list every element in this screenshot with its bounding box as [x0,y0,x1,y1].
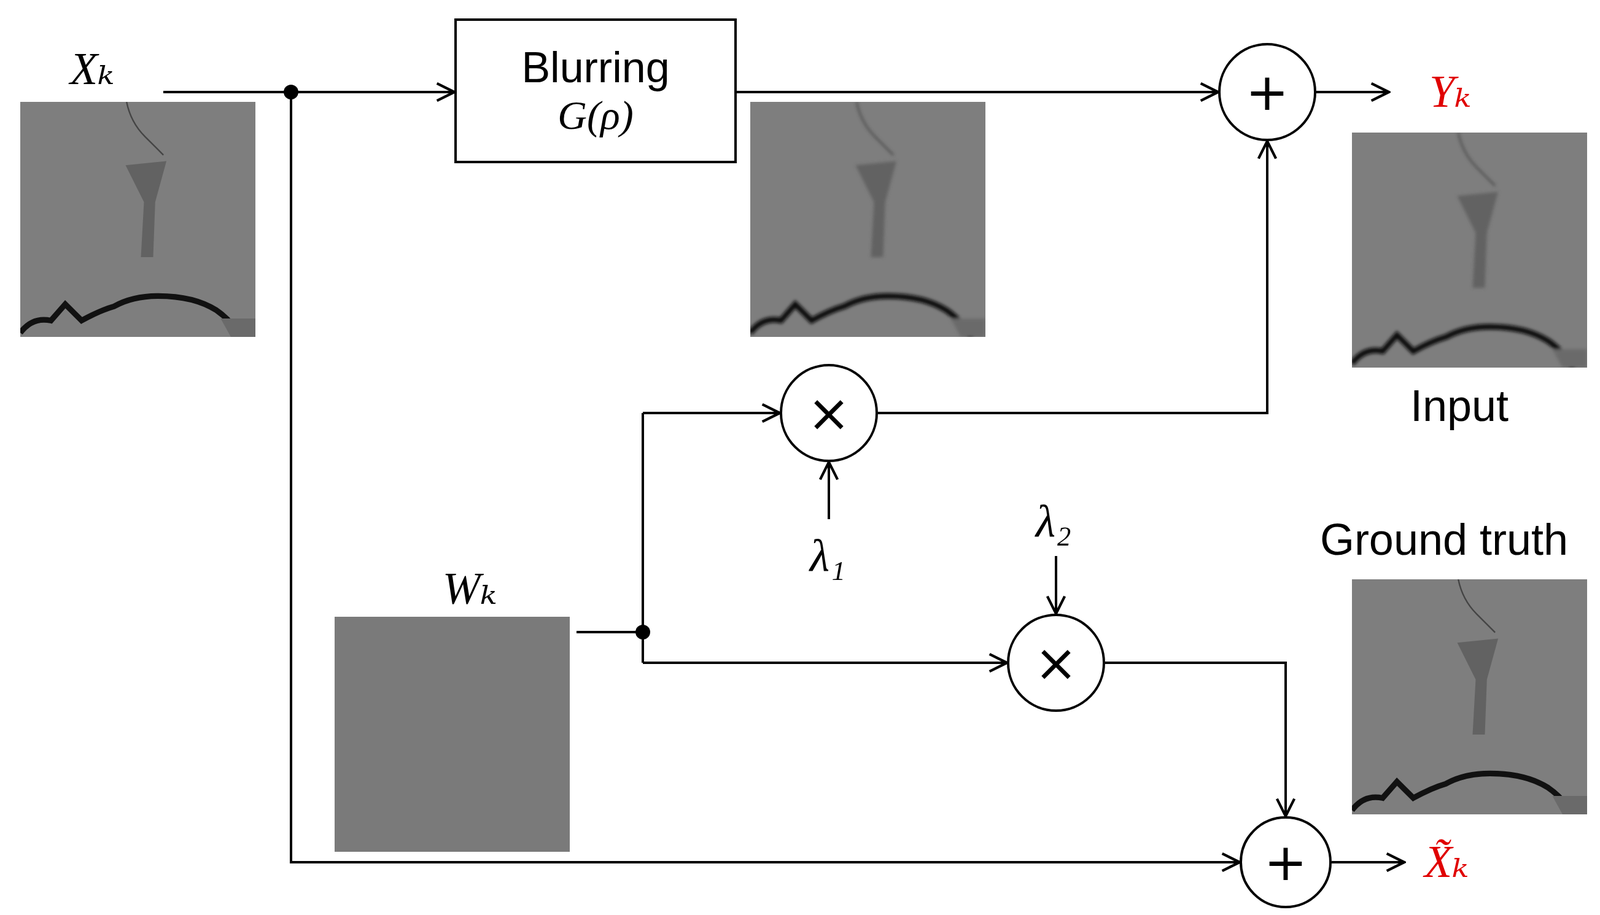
image-caption: Input [1410,381,1509,431]
operator-symbol: × [807,387,851,439]
signal-name: X̃ₖ [1424,837,1469,888]
adder-circle: + [1218,42,1317,142]
junction-dot [283,84,299,100]
connector [877,141,1268,414]
gain-name: λ₁ [809,531,846,581]
ct-image [20,101,256,338]
connector [736,90,1219,94]
adder-circle: + [1239,816,1332,909]
box-formula: G(ρ) [557,92,634,139]
output-wire [1331,861,1405,864]
noise-wire [642,661,1007,665]
gain-wire [1054,556,1058,614]
multiplier-circle: × [779,364,878,463]
operator-symbol: + [1264,836,1308,889]
process-box: BlurringG(ρ) [454,18,737,164]
input-image [1351,132,1588,368]
connector [1105,663,1286,817]
operator-symbol: × [1034,637,1078,689]
signal-name: Xₖ [69,44,115,94]
box-title: Blurring [521,42,670,93]
skip-wire [291,92,1240,863]
signal-name: Wₖ [442,564,498,614]
multiplier-circle: × [1006,613,1106,713]
blurred-image [750,101,986,338]
input-wire [163,90,455,94]
noise-image [334,617,570,853]
output-wire [1316,90,1389,94]
signal-name: Yₖ [1429,66,1472,117]
gain-wire [827,462,831,520]
junction-dot [635,625,651,640]
ground-truth-image [1351,579,1588,815]
noise-wire [642,411,780,415]
gain-name: λ₂ [1035,496,1072,547]
operator-symbol: + [1245,66,1289,118]
image-caption: Ground truth [1320,515,1569,565]
noise-wire [576,631,643,634]
